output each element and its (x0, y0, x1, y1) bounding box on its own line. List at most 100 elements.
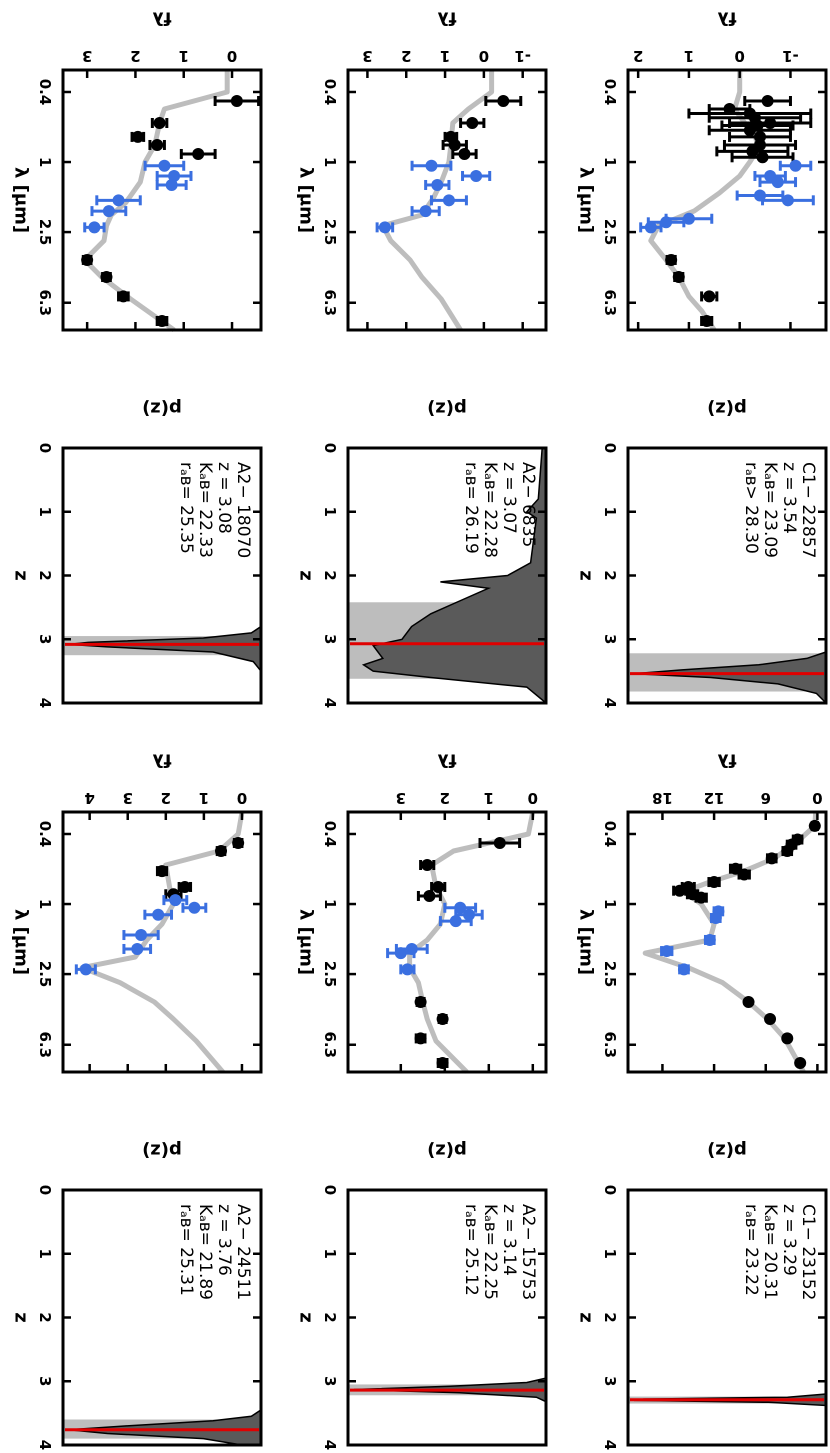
data-point (131, 130, 144, 143)
object-info-k: Kₐʙ= 22.33 (195, 462, 215, 558)
data-point (660, 945, 673, 958)
object-info-z: z = 3.07 (499, 462, 519, 534)
z-tick-label: 1 (601, 507, 619, 517)
data-point (117, 290, 130, 303)
plot-frame (61, 68, 263, 332)
object-info-id: A2− 15753 (518, 1204, 538, 1300)
z-tick-label: 4 (36, 1440, 54, 1450)
object-info-k: Kₐʙ= 21.89 (195, 1204, 215, 1300)
data-point (470, 169, 483, 182)
z-tick-label: 2 (601, 570, 619, 580)
data-point (165, 178, 178, 191)
data-point (742, 995, 755, 1008)
y-axis-title: fλ (437, 750, 456, 771)
x-tick-label: 1 (601, 157, 619, 167)
object-info-z: z = 3.54 (779, 462, 799, 534)
z-tick-label: 4 (321, 1440, 339, 1450)
z-axis-title: z (296, 1312, 317, 1322)
object-info-id: A2− 18070 (233, 462, 253, 558)
data-point (682, 212, 695, 225)
x-tick-label: 6.3 (601, 1031, 619, 1058)
object-info-k: Kₐʙ= 22.25 (480, 1204, 500, 1300)
data-point (151, 138, 164, 151)
data-point (442, 194, 455, 207)
z-tick-label: 1 (601, 1249, 619, 1259)
data-point (436, 1013, 449, 1026)
data-point (660, 216, 673, 229)
pz-axis-title: p(z) (142, 398, 182, 419)
data-point (423, 889, 436, 902)
data-point (463, 908, 475, 921)
data-point (695, 891, 708, 904)
z-tick-label: 1 (36, 507, 54, 517)
data-point (79, 963, 92, 976)
x-tick-label: 6.3 (321, 1031, 339, 1058)
data-point (436, 1056, 449, 1069)
y-tick-label: 0 (528, 789, 538, 807)
z-tick-label: 3 (321, 634, 339, 644)
x-tick-label: 2.5 (601, 219, 619, 246)
z-tick-label: 4 (36, 698, 54, 708)
object-info-z: z = 3.76 (214, 1204, 234, 1276)
plot-frame (626, 810, 828, 1074)
pz-distribution (361, 447, 547, 705)
x-tick-label: 0.4 (601, 821, 619, 848)
x-tick-label: 1 (321, 899, 339, 909)
z-axis-title: z (296, 570, 317, 580)
data-point (169, 894, 182, 907)
data-point (421, 858, 434, 871)
data-point (771, 176, 784, 189)
y-axis-title: fλ (717, 8, 736, 29)
z-tick-label: 1 (321, 1249, 339, 1259)
data-point (192, 147, 205, 160)
data-point (414, 1032, 427, 1045)
data-point (414, 995, 427, 1008)
plot-frame (346, 68, 548, 332)
data-point (152, 908, 165, 921)
y-tick-label: 0 (479, 47, 489, 65)
z-tick-label: 2 (36, 570, 54, 580)
object-info-r: rₐʙ= 25.35 (176, 462, 196, 554)
y-tick-label: 1 (440, 47, 450, 65)
model-sed-line (407, 811, 536, 1074)
object-info-id: A2− 6835 (518, 462, 538, 547)
object-info-r: rₐʙ= 25.31 (176, 1204, 196, 1296)
y-tick-label: 1 (179, 47, 189, 65)
z-tick-label: 3 (601, 634, 619, 644)
data-point (789, 159, 802, 172)
object-info-z: z = 3.14 (499, 1204, 519, 1276)
data-point (644, 221, 657, 234)
data-point (764, 116, 777, 129)
z-tick-label: 4 (321, 698, 339, 708)
pz-axis-title: p(z) (427, 1140, 467, 1161)
z-tick-label: 3 (321, 1376, 339, 1386)
x-axis-title: λ [μm] (576, 909, 597, 975)
z-tick-label: 0 (36, 1185, 54, 1195)
y-axis-title: fλ (152, 8, 171, 29)
x-tick-label: 1 (36, 899, 54, 909)
z-tick-label: 0 (321, 1185, 339, 1195)
y-tick-label: 3 (82, 47, 92, 65)
y-tick-label: 0 (734, 47, 744, 65)
object-info-k: Kₐʙ= 20.31 (760, 1204, 780, 1300)
data-point (131, 942, 144, 955)
plot-frame (346, 810, 548, 1074)
data-point (394, 947, 407, 960)
data-point (743, 124, 756, 137)
y-axis-title: fλ (437, 8, 456, 29)
z-tick-label: 0 (601, 443, 619, 453)
x-tick-label: 2.5 (321, 961, 339, 988)
y-tick-label: 0 (237, 789, 247, 807)
y-tick-label: 2 (401, 47, 411, 65)
x-axis-title: λ [μm] (11, 909, 32, 975)
z-tick-label: 4 (601, 1440, 619, 1450)
